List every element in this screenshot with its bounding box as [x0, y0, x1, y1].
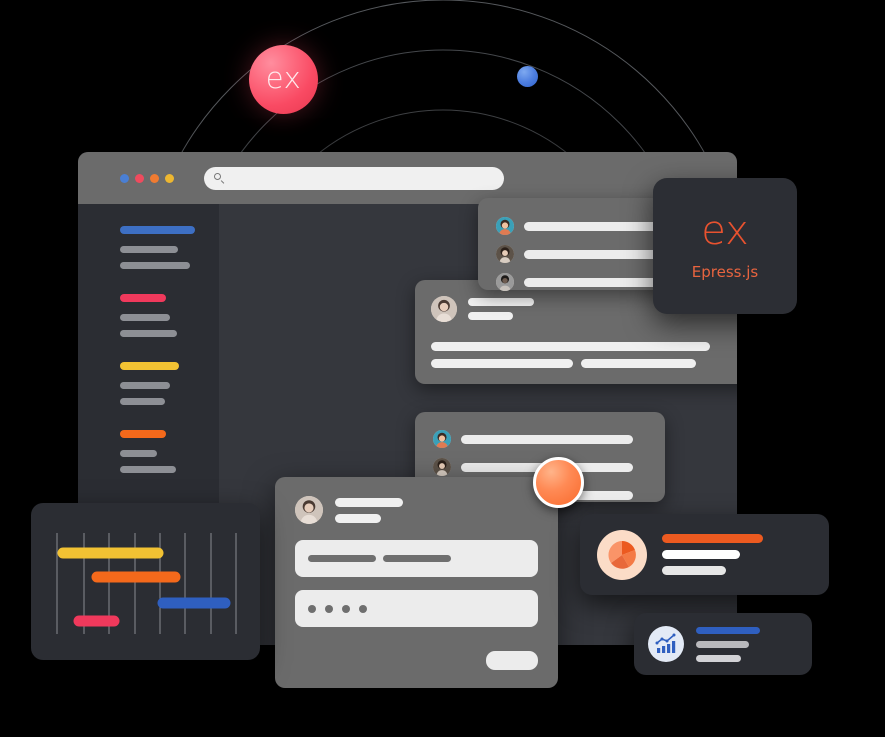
password-dot-icon — [308, 604, 316, 613]
avatar — [295, 496, 323, 524]
pie-widget-legend — [662, 534, 763, 575]
pie-chart-icon — [597, 529, 647, 580]
express-logo-text: ex — [701, 208, 749, 254]
post-card-text-row — [431, 359, 737, 368]
sidebar-group-2[interactable] — [78, 294, 219, 337]
sidebar-item-2-1[interactable] — [120, 314, 170, 321]
bar-chart-widget[interactable] — [634, 613, 812, 675]
sidebar-item-3-1[interactable] — [120, 382, 170, 389]
password-dot-icon — [325, 604, 333, 613]
skeleton-bar — [335, 497, 403, 507]
form-card-name-skeleton — [335, 497, 403, 523]
field-filler-bar — [308, 555, 376, 562]
browser-titlebar — [78, 152, 737, 204]
password-field[interactable] — [295, 590, 538, 627]
form-card-header — [275, 477, 558, 524]
express-card[interactable]: ex Epress.js — [653, 178, 797, 314]
skeleton-bar — [431, 359, 573, 368]
post-card-header — [415, 280, 737, 322]
legend-bar — [696, 626, 760, 634]
pie-chart-widget[interactable] — [580, 514, 829, 595]
sidebar-group-4-header[interactable] — [120, 430, 166, 438]
legend-bar — [662, 550, 740, 559]
password-dot-icon — [342, 604, 350, 613]
sidebar-group-3-header[interactable] — [120, 362, 179, 370]
window-dot-red-icon[interactable] — [135, 173, 144, 183]
skeleton-bar — [468, 312, 513, 320]
ex-planet: ex — [249, 45, 318, 114]
sidebar-item-1-1[interactable] — [120, 246, 178, 253]
sidebar-group-2-header[interactable] — [120, 294, 166, 302]
bar-chart-icon — [648, 626, 684, 662]
legend-bar — [696, 654, 741, 662]
ex-planet-label: ex — [265, 61, 302, 95]
express-card-title: Epress.js — [691, 263, 759, 281]
legend-bar — [662, 566, 726, 575]
window-dot-yellow-icon[interactable] — [165, 173, 174, 183]
avatar — [431, 296, 457, 322]
traffic-light-dots — [120, 173, 174, 183]
gantt-chart — [56, 533, 237, 634]
sidebar-item-3-2[interactable] — [120, 398, 165, 405]
gantt-chart-card[interactable] — [31, 503, 260, 660]
legend-bar — [662, 534, 763, 543]
sidebar-item-2-2[interactable] — [120, 330, 177, 337]
skeleton-bar — [581, 359, 696, 368]
login-form-card[interactable] — [275, 477, 558, 688]
sidebar-item-1-2[interactable] — [120, 262, 190, 269]
search-icon — [214, 172, 225, 184]
skeleton-bar — [431, 342, 710, 351]
avatar — [496, 273, 514, 291]
list-item[interactable] — [433, 430, 665, 448]
search-input[interactable] — [204, 166, 504, 190]
avatar — [496, 245, 514, 263]
submit-button[interactable] — [486, 651, 538, 670]
sidebar-group-3[interactable] — [78, 362, 219, 405]
sidebar-item-4-2[interactable] — [120, 466, 176, 473]
avatar — [433, 430, 451, 448]
skeleton-bar — [335, 513, 381, 523]
orange-bubble — [533, 457, 584, 508]
field-filler-bar — [383, 555, 451, 562]
legend-bar — [696, 640, 749, 648]
skeleton-bar — [461, 434, 633, 444]
post-card-name-skeleton — [468, 298, 534, 320]
username-field[interactable] — [295, 540, 538, 577]
window-dot-blue-icon[interactable] — [120, 173, 129, 183]
sidebar-item-4-1[interactable] — [120, 450, 157, 457]
bar-widget-legend — [696, 626, 760, 662]
avatar — [496, 217, 514, 235]
blue-dot-planet — [517, 66, 538, 87]
sidebar-group-1[interactable] — [78, 226, 219, 269]
skeleton-bar — [468, 298, 534, 306]
sidebar-group-4[interactable] — [78, 430, 219, 473]
window-dot-orange-icon[interactable] — [150, 173, 159, 183]
avatar — [433, 458, 451, 476]
sidebar-group-1-header[interactable] — [120, 226, 195, 234]
password-dot-icon — [359, 604, 367, 613]
